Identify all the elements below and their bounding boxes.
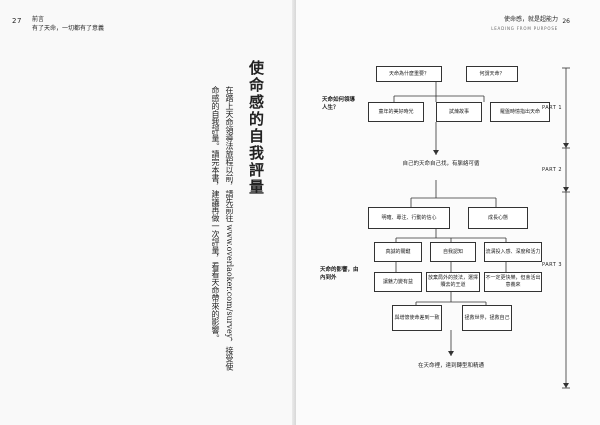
flow-side-label-1: 天命如何領導人生？: [322, 97, 356, 111]
part-label-2: PART 2: [542, 167, 563, 173]
part-label-3: PART 3: [542, 262, 563, 268]
flow-box-row5-1: 與增懷使命差到一致: [392, 305, 442, 331]
part-label-1: PART 1: [542, 105, 563, 111]
right-running-subtitle: LEADING FROM PURPOSE: [491, 26, 558, 31]
flow-bottom-text: 在天命裡，達到轉型和精通: [417, 363, 484, 369]
flow-center-text: 自己的天命自己找，有脈絡可循: [402, 161, 480, 167]
flow-box-row1-3: 羅盤時憶指出天命: [490, 102, 550, 122]
flow-side-label-2: 天命的影響，由內到外: [320, 267, 359, 281]
flow-box-row4-3: 不一定更快樂，但會活出意義來: [484, 272, 542, 292]
left-running-head-line1: 前言: [32, 16, 45, 23]
flow-box-row3-3: 流溝投入感、深度和活力: [484, 242, 542, 262]
flow-box-row3-2: 自我認知: [430, 242, 476, 262]
flow-box-q2: 何謂天命？: [466, 66, 518, 82]
left-page-number: 27: [12, 17, 22, 25]
right-running-head: 使命感，就是超能力: [503, 16, 558, 23]
section-body: 在踏上天命領導法旅程以前，請先前往 www.overlaoker.com/sur…: [211, 86, 234, 371]
flow-box-row4-1: 讓魅力變有益: [374, 272, 422, 292]
flow-box-row5-2: 拯救世界，拯救自己: [462, 305, 512, 331]
section-title: 使命感的自我評量: [247, 60, 265, 196]
flow-box-row1-2: 試煉故事: [436, 102, 482, 122]
flow-box-row2-1: 明確、專注、行動的信心: [368, 207, 450, 229]
right-page: 使命感，就是超能力 26 LEADING FROM PURPOSE: [296, 0, 600, 425]
flow-box-row3-1: 真誠的關鍵: [374, 242, 422, 262]
left-page: 27 前言 有了天命，一切都有了意義 使命感的自我評量 在踏上天命領導法旅程以前…: [0, 0, 296, 425]
flow-box-row1-1: 童年的美好時光: [368, 102, 424, 122]
flowchart-connectors: [393, 67, 570, 389]
right-page-number: 26: [562, 18, 570, 25]
flow-box-q1: 天命為什麼重要？: [376, 66, 442, 82]
left-running-head: 前言 有了天命，一切都有了意義: [32, 15, 104, 33]
flow-box-row4-2: 放棄局外的技法，選擇贖去的王道: [426, 272, 480, 292]
flow-box-row2-2: 成長心態: [468, 207, 528, 229]
left-running-head-line2: 有了天命，一切都有了意義: [32, 25, 105, 32]
